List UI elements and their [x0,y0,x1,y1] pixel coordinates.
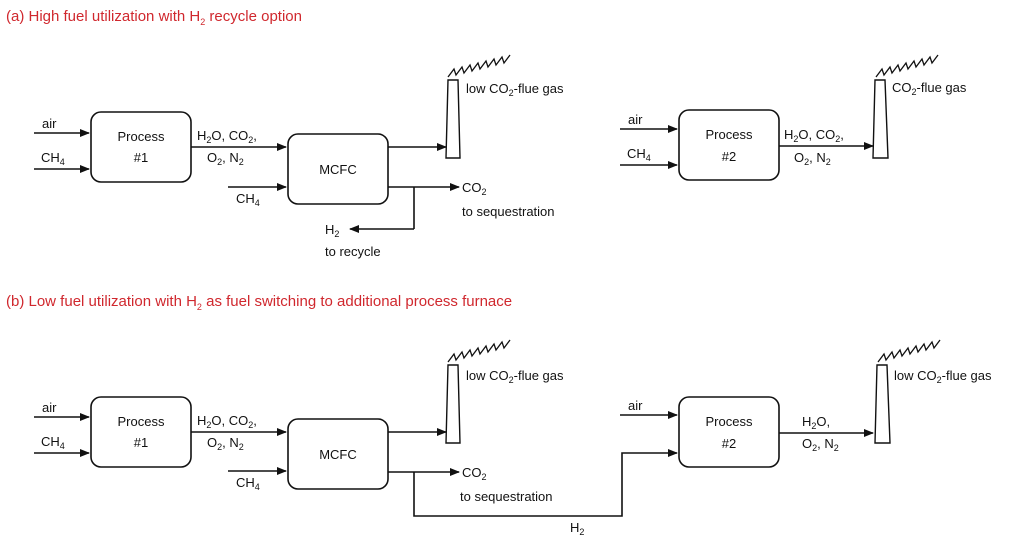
co2-label-b: CO2 [462,465,487,482]
process-2-box-b [678,396,780,468]
mcfc-box-b [287,418,389,490]
mcfc-ch4-label-b: CH4 [236,475,260,492]
stack-b1-label: low CO2-flue gas [466,368,564,385]
ch4-label-b1: CH4 [41,434,65,451]
air-label-b2: air [628,398,643,413]
sequestration-label-b: to sequestration [460,489,553,504]
section-a-title: (a) High fuel utilization with H2 recycl… [6,8,302,27]
h2-to-process-2-line [413,449,678,517]
sequestration-label-a: to sequestration [462,204,555,219]
stack-a1 [445,79,461,159]
mcfc-label-b: MCFC [319,447,357,462]
smoke-a2 [875,54,939,78]
stack-a2-label: CO2-flue gas [892,80,967,97]
process-1-label-b: Process [118,414,165,429]
stack-a1-label: low CO2-flue gas [466,81,564,98]
process-1-number: #1 [134,150,148,165]
h2-recycle-label: H2 [325,222,339,239]
smoke-b1 [447,339,511,363]
stack-b2 [874,364,891,444]
flue-composition-a2-line1: H2O, CO2, [784,127,844,144]
process-1-label: Process [118,129,165,144]
flue-composition-b1-line2: O2, N2 [207,435,244,452]
flue-composition-line2: O2, N2 [207,150,244,167]
stack-b2-label: low CO2-flue gas [894,368,992,385]
ch4-label: CH4 [41,150,65,167]
smoke-a1 [447,54,511,78]
mcfc-box [287,133,389,205]
process-1-box [90,111,192,183]
process-2-number-b: #2 [722,436,736,451]
process-2-box-a [678,109,780,181]
smoke-b2 [877,339,941,363]
process-2-label-a: Process [706,127,753,142]
process-2-number-a: #2 [722,149,736,164]
mcfc-label: MCFC [319,162,357,177]
stack-b1 [445,364,461,444]
air-label-a2: air [628,112,643,127]
mcfc-ch4-label: CH4 [236,191,260,208]
flue-composition-line1: H2O, CO2, [197,128,257,145]
flue-composition-b2-line1: H2O, [802,414,830,431]
flue-composition-b2-line2: O2, N2 [802,436,839,453]
process-1-number-b: #1 [134,435,148,450]
to-recycle-label: to recycle [325,244,381,259]
flue-composition-a2-line2: O2, N2 [794,150,831,167]
ch4-label-a2: CH4 [627,146,651,163]
process-1-box-b [90,396,192,468]
section-b-title: (b) Low fuel utilization with H2 as fuel… [6,293,512,312]
air-label: air [42,116,57,131]
stack-a2 [872,79,889,159]
process-2-label-b: Process [706,414,753,429]
flue-composition-b1-line1: H2O, CO2, [197,413,257,430]
co2-label-a: CO2 [462,180,487,197]
air-label-b1: air [42,400,57,415]
h2-fuel-label: H2 [570,520,584,537]
